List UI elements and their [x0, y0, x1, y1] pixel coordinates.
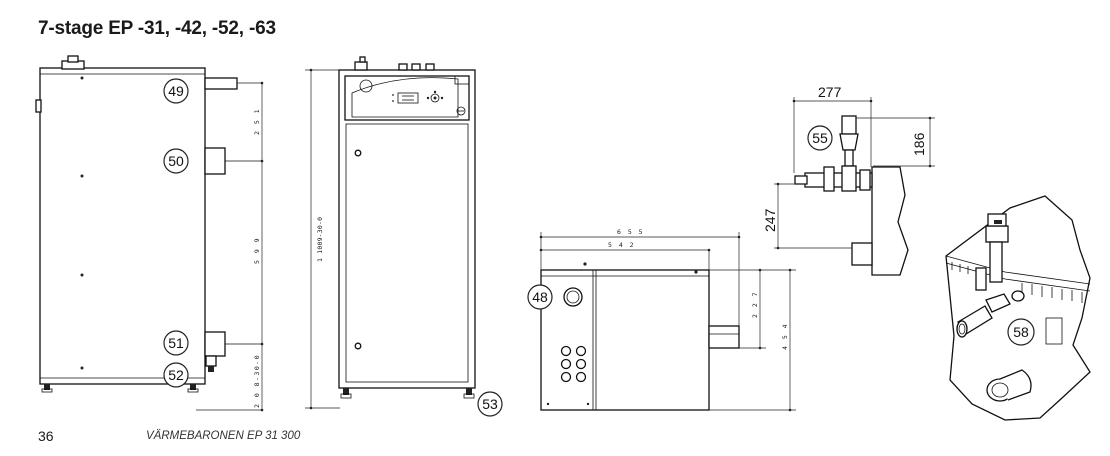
dim-valve-height: 186: [911, 132, 927, 156]
top-view: 6 5 5 5 4 2 2 2 7 4 5 4: [539, 228, 796, 412]
dim-side-top: 2 5 1: [253, 108, 261, 135]
page-title: 7-stage EP -31, -42, -52, -63: [38, 18, 276, 39]
callout-53: 53: [477, 391, 503, 417]
dim-top-depth-small: 2 2 7: [751, 291, 759, 318]
dim-valve-width: 277: [818, 84, 842, 100]
callout-55: 55: [807, 125, 833, 151]
side-view: 2 5 1 5 9 9 2 0 8-30-0: [35, 55, 264, 412]
svg-text:52: 52: [168, 367, 184, 383]
svg-text:53: 53: [482, 396, 498, 412]
callout-48: 48: [527, 284, 553, 310]
svg-text:51: 51: [168, 335, 184, 351]
dim-top-width-outer: 6 5 5: [617, 228, 644, 236]
callout-50: 50: [163, 148, 189, 174]
document-name: VÄRMEBARONEN EP 31 300: [146, 430, 301, 442]
dim-valve-depth: 247: [762, 208, 778, 232]
callout-58: 58: [1007, 318, 1035, 346]
knob-icon: [359, 79, 373, 93]
callout-52: 52: [163, 362, 189, 388]
dim-side-mid: 5 9 9: [253, 237, 261, 264]
callout-51: 51: [163, 330, 189, 356]
svg-text:50: 50: [168, 153, 184, 169]
valve-detail: 277 186 247: [762, 84, 935, 276]
perspective-detail: [945, 195, 1091, 421]
dim-side-bottom: 2 0 8-30-0: [253, 354, 261, 408]
dim-top-depth-total: 4 5 4: [781, 323, 789, 350]
fan-icon: [426, 90, 444, 103]
connection-grid: [560, 345, 587, 383]
svg-text:55: 55: [812, 130, 828, 146]
callout-49: 49: [163, 78, 189, 104]
svg-text:49: 49: [168, 83, 184, 99]
svg-text:48: 48: [532, 289, 548, 305]
dim-front-height: 1 1009-30-0: [316, 217, 324, 262]
svg-text:58: 58: [1013, 324, 1029, 340]
power-button-icon: [456, 106, 466, 116]
page-number: 36: [38, 428, 54, 444]
dim-top-width-inner: 5 4 2: [608, 241, 635, 249]
front-view: 1 1009-30-0: [305, 56, 476, 410]
front-panel-icon: [351, 77, 459, 118]
